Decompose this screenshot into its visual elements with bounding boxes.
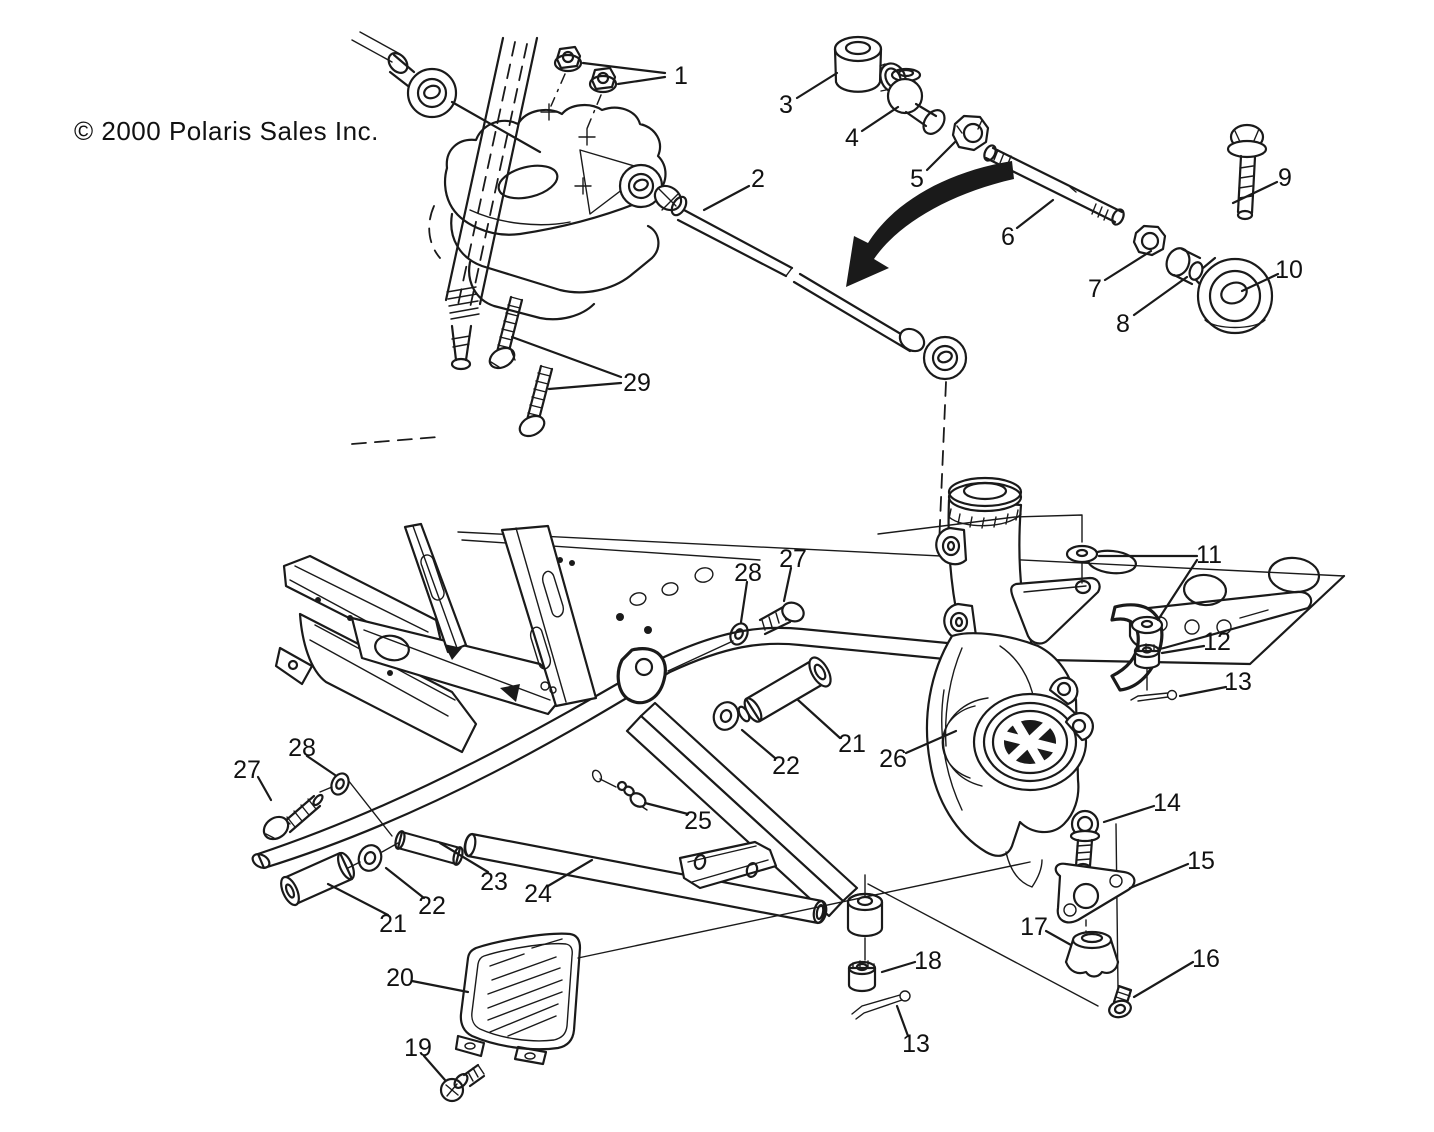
callout-3: 3 xyxy=(779,91,793,119)
plate-part15 xyxy=(1054,862,1136,924)
callout-14: 14 xyxy=(1153,789,1181,817)
washer-11a xyxy=(1065,544,1099,564)
steering-arm xyxy=(1010,576,1101,645)
steering-post xyxy=(351,36,539,445)
callout-13-right: 13 xyxy=(1224,668,1252,696)
nut-part5 xyxy=(951,114,990,152)
bolt-part14 xyxy=(1069,809,1101,874)
callout-18: 18 xyxy=(914,947,942,975)
callout-12: 12 xyxy=(1203,628,1231,656)
callout-25: 25 xyxy=(684,807,712,835)
callout-17: 17 xyxy=(1020,913,1048,941)
callout-23: 23 xyxy=(480,868,508,896)
callout-13-lower: 13 xyxy=(902,1030,930,1058)
bearing-hub xyxy=(941,692,1088,792)
cotter-pin-13-lower xyxy=(851,990,911,1020)
callout-16: 16 xyxy=(1192,945,1220,973)
callout-24: 24 xyxy=(524,880,552,908)
callout-22-left: 22 xyxy=(418,892,446,920)
ball-joint-hardware xyxy=(577,809,1136,1019)
bolts-part29 xyxy=(488,295,554,438)
callout-19: 19 xyxy=(404,1034,432,1062)
nut-part7 xyxy=(1132,224,1167,257)
callout-20: 20 xyxy=(386,964,414,992)
footwell-guard-part20 xyxy=(454,932,582,1066)
steering-mount-plate xyxy=(428,103,667,321)
a-arm-plate xyxy=(678,840,778,890)
a-arm-sleeve xyxy=(396,830,462,866)
callout-21-left: 21 xyxy=(379,910,407,938)
callout-11: 11 xyxy=(1196,541,1222,569)
tie-rod-end-part4 xyxy=(886,67,946,135)
knuckle-tab-upper xyxy=(935,526,968,566)
callout-28-left: 28 xyxy=(288,734,316,762)
direction-arrow xyxy=(846,161,1014,287)
callout-28-right: 28 xyxy=(734,559,762,587)
screw-part19 xyxy=(439,1063,486,1103)
callout-9: 9 xyxy=(1278,164,1292,192)
callout-27-left: 27 xyxy=(233,756,261,784)
castle-nut-part18 xyxy=(847,960,877,993)
grease-fitting-hole xyxy=(591,769,603,783)
grease-fitting-part25 xyxy=(616,780,648,811)
washer-stack-11-12-13 xyxy=(877,514,1178,702)
assembly-axis-line-left xyxy=(577,861,1031,959)
bolt-part16 xyxy=(1108,984,1133,1019)
callout-7: 7 xyxy=(1088,275,1102,303)
leader-lines xyxy=(256,61,1280,1082)
tie-rod-part2 xyxy=(618,163,968,547)
washer-11b xyxy=(1130,615,1164,635)
frame xyxy=(251,522,1346,918)
pivot-hardware-left xyxy=(262,772,399,907)
callout-2: 2 xyxy=(751,165,765,193)
callout-6: 6 xyxy=(1001,223,1015,251)
flange-bolt-part9 xyxy=(1226,123,1268,221)
tie-rod-end-upper-left xyxy=(351,31,458,119)
callout-5: 5 xyxy=(910,165,924,193)
callout-15: 15 xyxy=(1187,847,1215,875)
rod-end-eye-part10 xyxy=(1194,256,1274,335)
washer-22-right xyxy=(712,701,740,731)
callout-10: 10 xyxy=(1275,256,1303,284)
a-arm-rear-tubes xyxy=(625,701,859,918)
pivot-hardware-right xyxy=(667,601,832,731)
callout-29: 29 xyxy=(623,369,651,397)
frame-upright-right xyxy=(500,524,598,708)
nut-part1-pair xyxy=(550,45,618,132)
washer-28-right xyxy=(729,622,749,646)
callout-4: 4 xyxy=(845,124,859,152)
callout-21-right: 21 xyxy=(838,730,866,758)
apex-bushing xyxy=(846,874,884,961)
ball-joint-boot-part17 xyxy=(1064,930,1120,978)
castle-nut-part12 xyxy=(1133,643,1161,670)
callout-8: 8 xyxy=(1116,310,1130,338)
knuckle-part26 xyxy=(925,476,1101,888)
callout-27-right: 27 xyxy=(779,545,807,573)
callout-1: 1 xyxy=(674,62,688,90)
a-arm xyxy=(394,769,911,1020)
callout-22-right: 22 xyxy=(772,752,800,780)
copyright-notice: © 2000 Polaris Sales Inc. xyxy=(74,116,379,146)
cotter-pin-13-right xyxy=(1130,689,1178,702)
tie-rod-tube-part6 xyxy=(983,144,1125,226)
assembly-axis-line-right xyxy=(867,883,1099,1007)
washer-22-left xyxy=(357,844,383,872)
callout-26: 26 xyxy=(879,745,907,773)
